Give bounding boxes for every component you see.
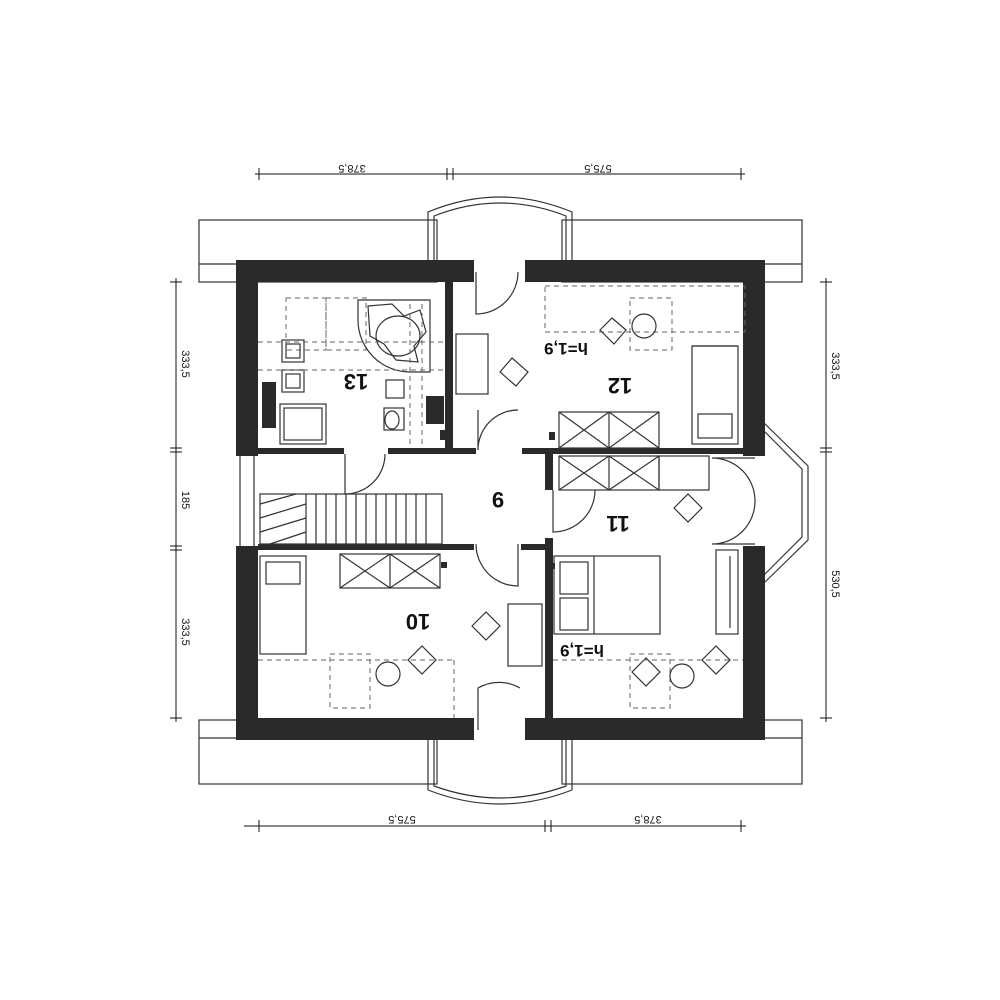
room-10-furniture — [258, 553, 543, 718]
dim-top-right: 575,5 — [584, 162, 612, 174]
height-note-room-12: h=1,9 — [544, 339, 588, 358]
room-label-12: 12 — [608, 373, 632, 398]
desk-icon — [507, 603, 543, 667]
bathroom-fixtures — [258, 297, 446, 448]
dimension-labels: 378,5 575,5 575,5 378,5 333,5 185 333,5 … — [179, 162, 841, 825]
table-icon — [375, 661, 401, 687]
table-icon — [631, 313, 657, 339]
dim-left-top: 333,5 — [179, 350, 191, 378]
dim-top-left: 378,5 — [338, 162, 366, 174]
room-label-10: 10 — [406, 609, 430, 634]
height-note-room-11: h=1,9 — [560, 641, 604, 660]
room-label-9: 9 — [492, 487, 504, 512]
dim-bottom-left: 575,5 — [388, 813, 416, 825]
chair-icon — [599, 317, 627, 345]
bay-window — [762, 421, 809, 585]
dim-bottom-right: 378,5 — [634, 813, 662, 825]
cabinet-icon — [715, 549, 739, 635]
room-12-furniture — [455, 285, 746, 449]
room-labels: 13 12 9 11 10 h=1,9 h=1,9 — [344, 339, 632, 660]
chair-icon — [701, 645, 731, 675]
chair-icon — [499, 357, 529, 387]
double-bed-icon — [553, 555, 661, 635]
dimension-lines — [170, 168, 832, 832]
bed-icon — [259, 555, 307, 655]
staircase — [259, 493, 443, 545]
desk-icon — [455, 333, 489, 395]
chair-icon — [631, 657, 661, 687]
dormer-top — [427, 196, 573, 262]
chair-icon — [673, 493, 703, 523]
table-icon — [669, 663, 695, 689]
room-label-13: 13 — [344, 369, 368, 394]
interior-walls — [258, 282, 744, 718]
exterior-walls — [236, 260, 765, 740]
sink-icon — [281, 339, 305, 363]
dim-left-mid: 185 — [179, 491, 191, 509]
bed-icon — [691, 345, 739, 445]
chair-icon — [471, 611, 501, 641]
toilet-icon — [383, 407, 405, 431]
dim-left-bottom: 333,5 — [179, 618, 191, 646]
room-11-furniture — [553, 455, 743, 709]
chair-icon — [407, 645, 437, 675]
shower-icon — [279, 403, 327, 445]
sink-icon — [281, 369, 305, 393]
dormer-bottom — [427, 740, 573, 805]
dim-right-bottom: 530,5 — [829, 570, 841, 598]
dim-right-top: 333,5 — [829, 352, 841, 380]
doors — [344, 271, 756, 730]
bidet-icon — [385, 379, 405, 399]
room-label-11: 11 — [606, 511, 629, 536]
